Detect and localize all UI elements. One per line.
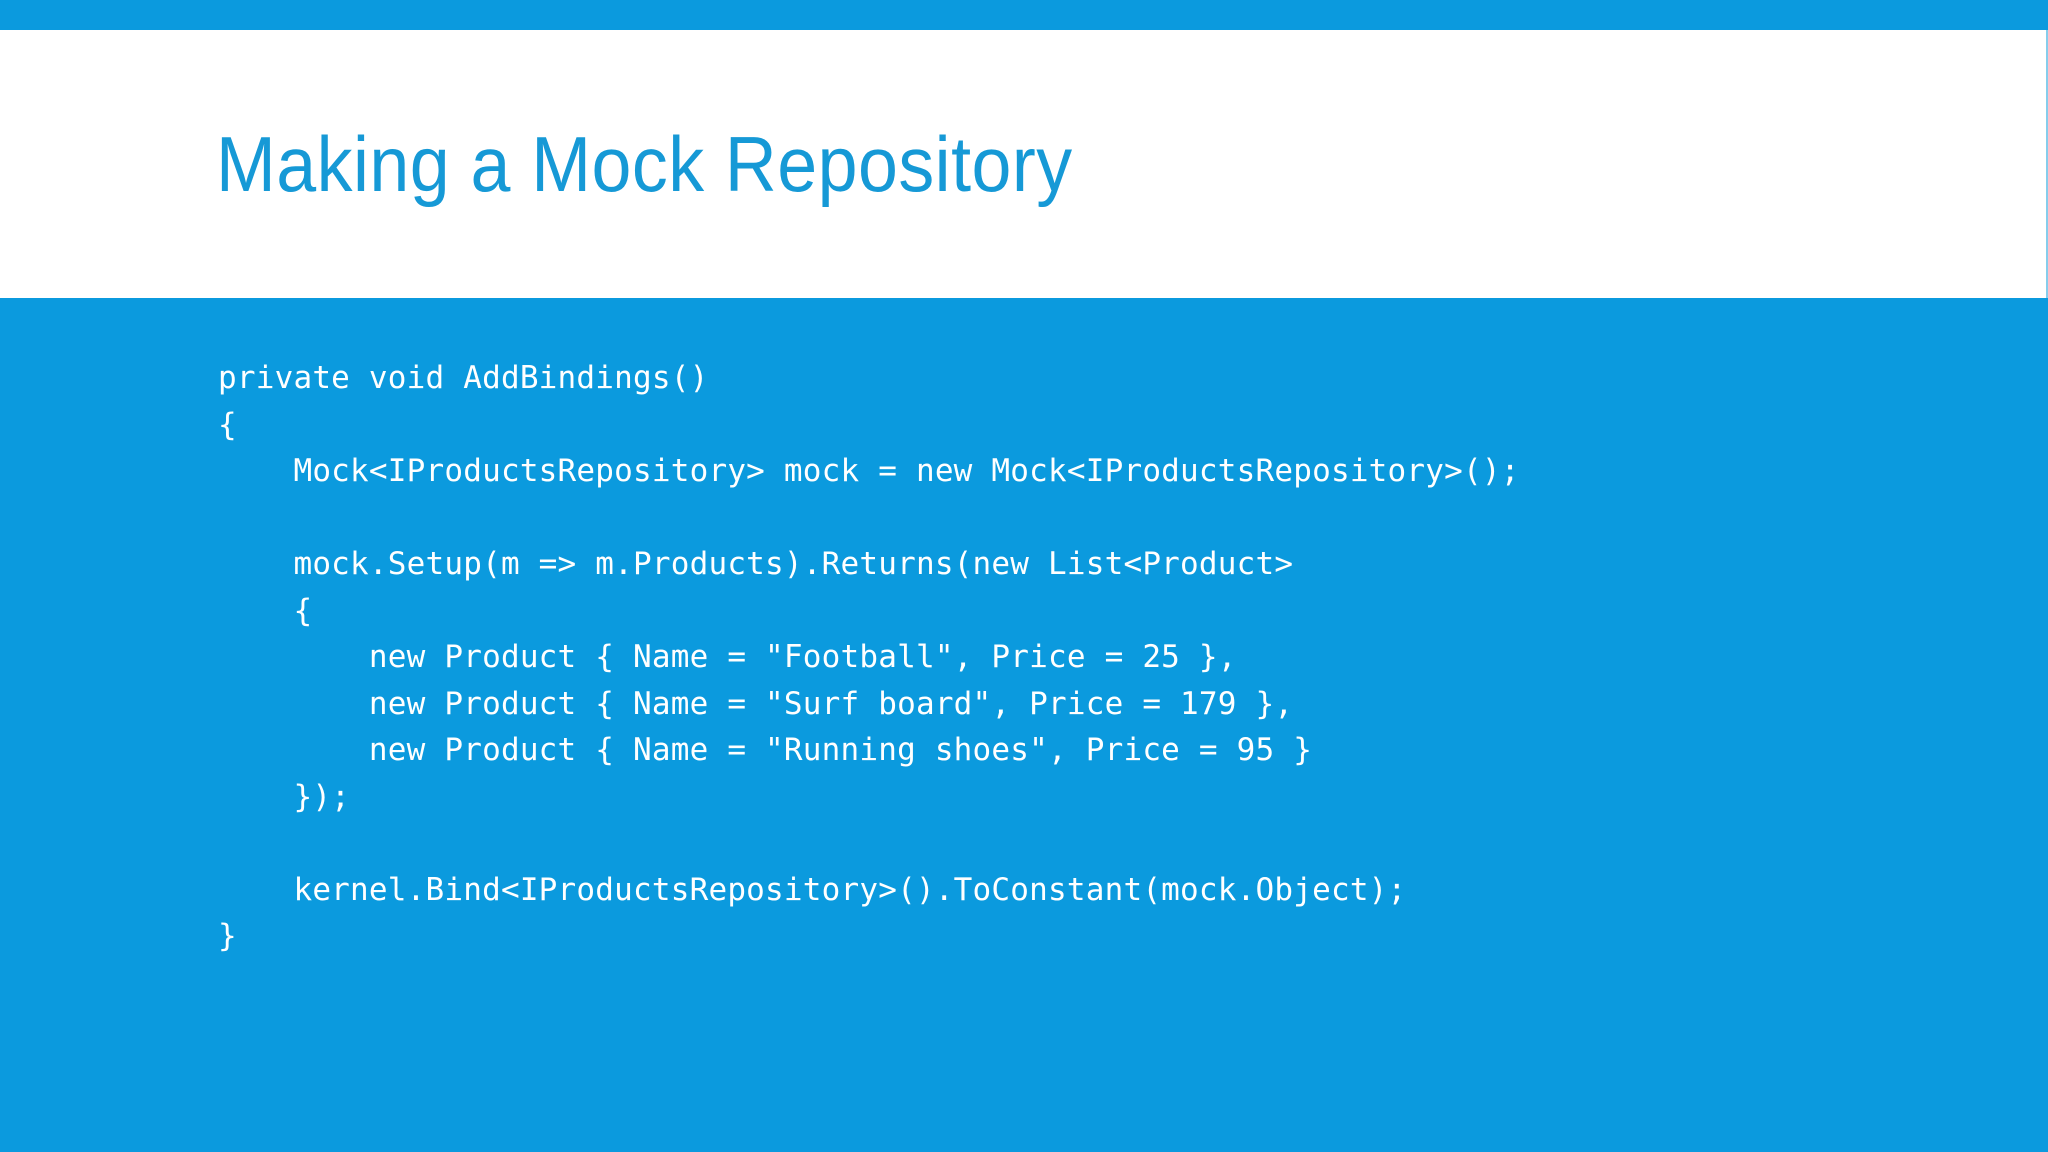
code-line: } — [218, 918, 237, 954]
code-line: { — [218, 592, 313, 629]
code-line: private void AddBindings() — [218, 360, 709, 396]
code-line: mock.Setup(m => m.Products).Returns(new … — [218, 546, 1294, 582]
code-line — [218, 495, 1520, 542]
code-line: Mock<IProductsRepository> mock = new Moc… — [218, 453, 1520, 489]
code-line — [218, 820, 1520, 867]
code-line: }); — [218, 778, 351, 815]
code-block: private void AddBindings() { Mock<IProduc… — [218, 355, 1520, 960]
code-line: kernel.Bind<IProductsRepository>().ToCon… — [218, 871, 1407, 908]
title-band — [0, 30, 2046, 298]
page-title: Making a Mock Repository — [216, 120, 1073, 208]
code-line: new Product { Name = "Surf board", Price… — [218, 685, 1294, 722]
code-line: new Product { Name = "Running shoes", Pr… — [218, 732, 1313, 768]
title-band-right-edge — [2046, 30, 2048, 298]
code-line: new Product { Name = "Football", Price =… — [218, 639, 1237, 675]
code-line: { — [218, 406, 237, 443]
